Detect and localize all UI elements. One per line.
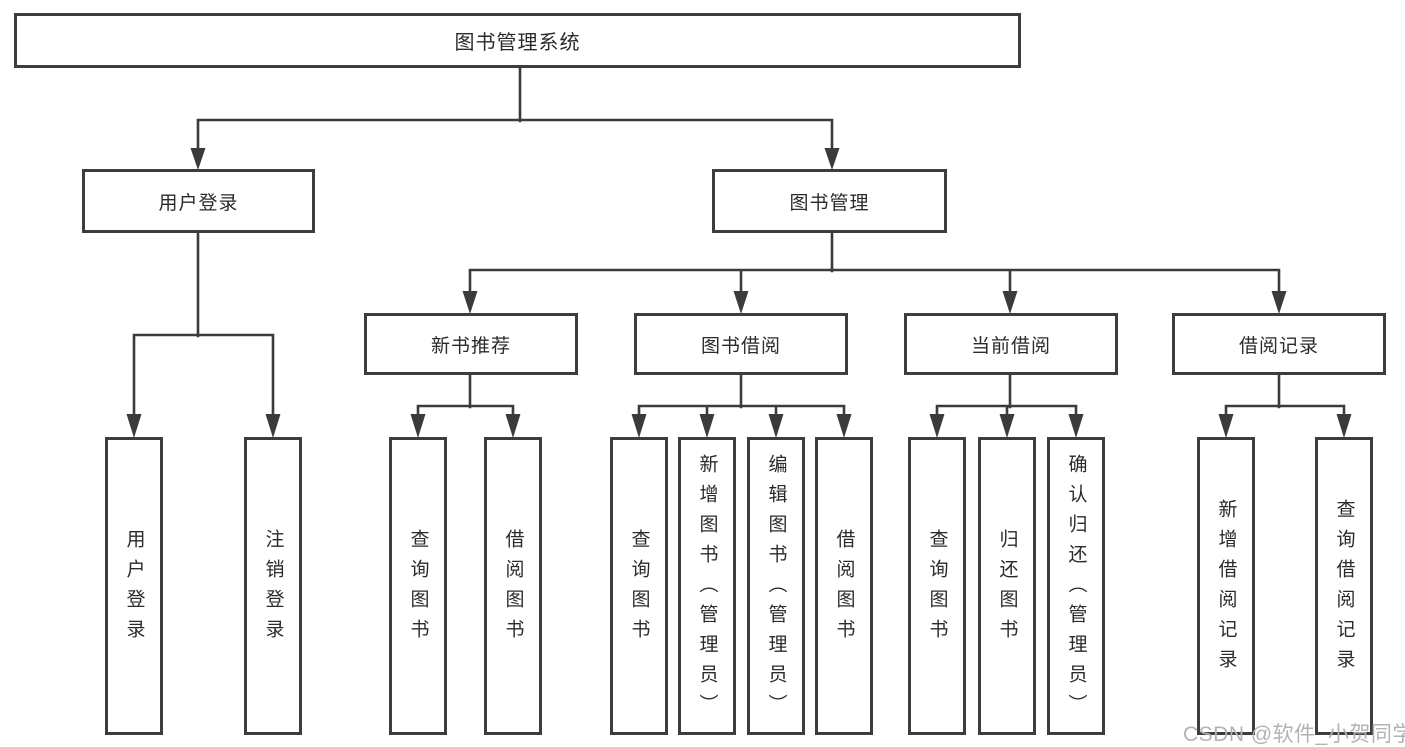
connector-root-to-level2 (190, 66, 840, 170)
node-current-borrowing: 当前借阅 (904, 313, 1118, 375)
leaf-rec-query-books: 查询图书 (389, 437, 447, 735)
connector-borrowrecords-to-leaves (1218, 373, 1352, 438)
leaf-logout: 注销登录 (244, 437, 302, 735)
connector-currentborrow-to-leaves (929, 373, 1084, 438)
connector-userlogin-to-leaves (126, 231, 281, 438)
csdn-watermark: CSDN @软件_小贺同学 (1183, 723, 1405, 746)
leaf-cb-confirm-return-admin: 确认归还（管理员） (1047, 437, 1105, 735)
leaf-br-query-record: 查询借阅记录 (1315, 437, 1373, 735)
node-book-management: 图书管理 (712, 169, 947, 233)
node-root-library-system: 图书管理系统 (14, 13, 1021, 68)
leaf-br-add-record: 新增借阅记录 (1197, 437, 1255, 735)
node-user-login: 用户登录 (82, 169, 315, 233)
node-book-borrowing: 图书借阅 (634, 313, 848, 375)
connector-newbookrec-to-leaves (410, 373, 521, 438)
connector-bookborrow-to-leaves (631, 373, 852, 438)
leaf-bb-query-books: 查询图书 (610, 437, 668, 735)
leaf-bb-add-books-admin: 新增图书（管理员） (678, 437, 736, 735)
leaf-cb-return-books: 归还图书 (978, 437, 1036, 735)
leaf-bb-edit-books-admin: 编辑图书（管理员） (747, 437, 805, 735)
leaf-rec-borrow-books: 借阅图书 (484, 437, 542, 735)
leaf-user-login: 用户登录 (105, 437, 163, 735)
node-new-book-recommendation: 新书推荐 (364, 313, 578, 375)
leaf-bb-borrow-books: 借阅图书 (815, 437, 873, 735)
node-borrowing-records: 借阅记录 (1172, 313, 1386, 375)
leaf-cb-query-books: 查询图书 (908, 437, 966, 735)
connector-bookmgmt-to-level3 (462, 231, 1287, 314)
